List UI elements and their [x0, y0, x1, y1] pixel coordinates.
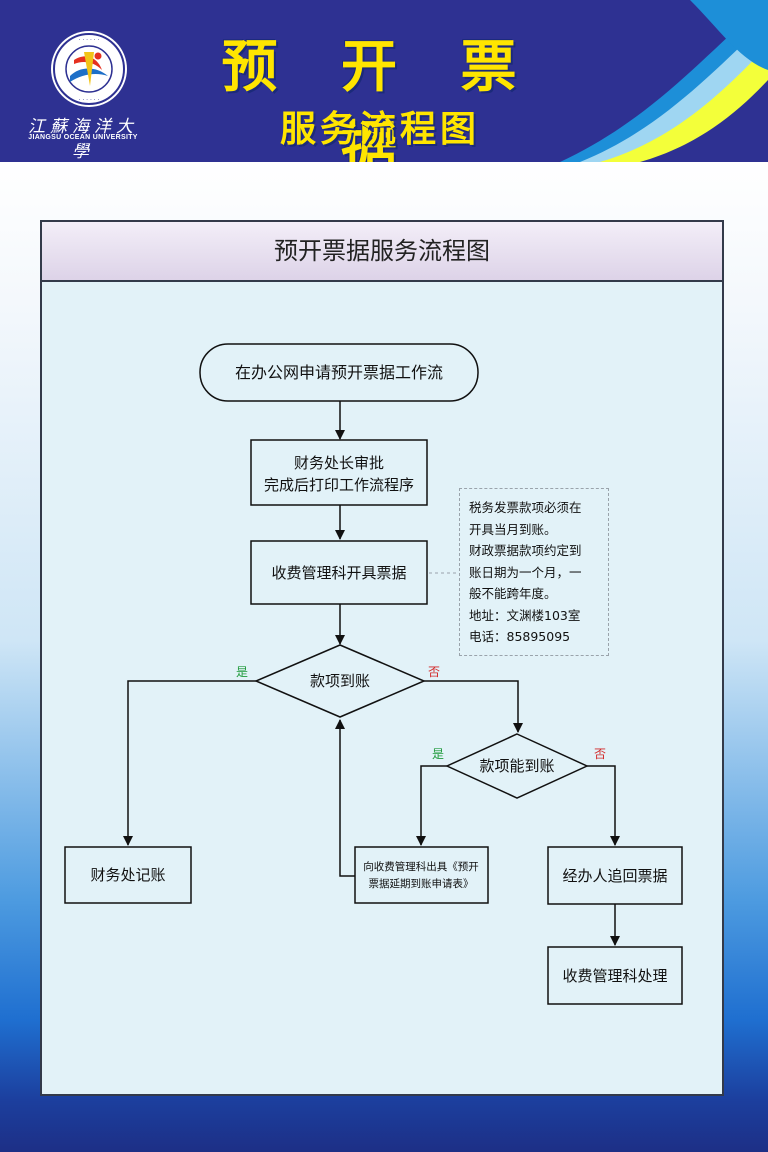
flow-connectors — [123, 401, 620, 946]
university-logo: · · · · · · · · · · · · — [50, 30, 128, 108]
node-approve-line2: 完成后打印工作流程序 — [264, 476, 414, 494]
node-extension: 向收费管理科出具《预开 票据延期到账申请表》 — [354, 846, 489, 904]
panel-header: 预开票据服务流程图 — [42, 222, 722, 282]
arrow-decision2-no — [587, 765, 620, 846]
node-decision1-label: 款项到账 — [310, 672, 370, 690]
note-line: 般不能跨年度。 — [469, 586, 557, 601]
decision2-no-label: 否 — [594, 747, 606, 761]
university-name-en: JIANGSU OCEAN UNIVERSITY — [28, 134, 138, 141]
note-line: 地址：文渊楼103室 — [469, 607, 581, 623]
node-start-label: 在办公网申请预开票据工作流 — [235, 363, 443, 382]
node-extension-line1: 向收费管理科出具《预开 — [363, 860, 479, 873]
node-handle-label: 收费管理科处理 — [562, 967, 667, 985]
node-approve: 财务处长审批 完成后打印工作流程序 — [250, 439, 428, 506]
university-name-cn: 江蘇海洋大學 — [28, 117, 138, 162]
node-recover-label: 经办人追回票据 — [562, 867, 667, 885]
node-start: 在办公网申请预开票据工作流 — [199, 343, 479, 402]
note-line: 电话：85895095 — [469, 629, 571, 644]
node-extension-line2: 票据延期到账申请表》 — [369, 877, 474, 890]
note-line: 财政票据款项约定到 — [469, 543, 582, 558]
node-decision2-label: 款项能到账 — [479, 757, 554, 775]
arrow-decision1-yes — [123, 680, 256, 846]
node-issue-label: 收费管理科开具票据 — [271, 564, 406, 582]
header-banner: · · · · · · · · · · · · 江蘇海洋大學 JIANGSU O… — [0, 0, 768, 162]
node-approve-line1: 财务处长审批 — [294, 454, 384, 472]
note-box: 税务发票款项必须在 开具当月到账。 财政票据款项约定到 账日期为一个月，一 般不… — [459, 488, 609, 656]
svg-text:· · · · · ·: · · · · · · — [79, 97, 100, 104]
header-background — [0, 0, 768, 162]
arrow-decision1-no — [424, 680, 523, 733]
page-title: 预 开 票 据 — [221, 35, 539, 162]
svg-text:· · · · · ·: · · · · · · — [79, 37, 100, 44]
node-decision1: 款项到账 — [254, 644, 426, 718]
node-issue: 收费管理科开具票据 — [250, 540, 428, 605]
node-bookkeeping-label: 财务处记账 — [90, 866, 165, 884]
logo-emblem-icon: · · · · · · · · · · · · — [51, 31, 127, 107]
node-bookkeeping: 财务处记账 — [64, 846, 192, 904]
node-recover: 经办人追回票据 — [547, 846, 683, 905]
arrow-decision2-yes — [416, 765, 447, 846]
node-handle: 收费管理科处理 — [547, 946, 683, 1005]
arrow-extension-back — [335, 719, 355, 877]
decision1-no-label: 否 — [428, 665, 440, 679]
note-line: 账日期为一个月，一 — [469, 564, 582, 580]
panel-title: 预开票据服务流程图 — [274, 237, 490, 265]
page-subtitle: 服务流程图 — [279, 109, 480, 150]
decision2-yes-label: 是 — [432, 747, 444, 761]
decision1-yes-label: 是 — [236, 665, 248, 679]
node-decision2: 款项能到账 — [445, 733, 589, 799]
note-line: 税务发票款项必须在 — [469, 500, 582, 515]
note-line: 开具当月到账。 — [469, 521, 557, 537]
